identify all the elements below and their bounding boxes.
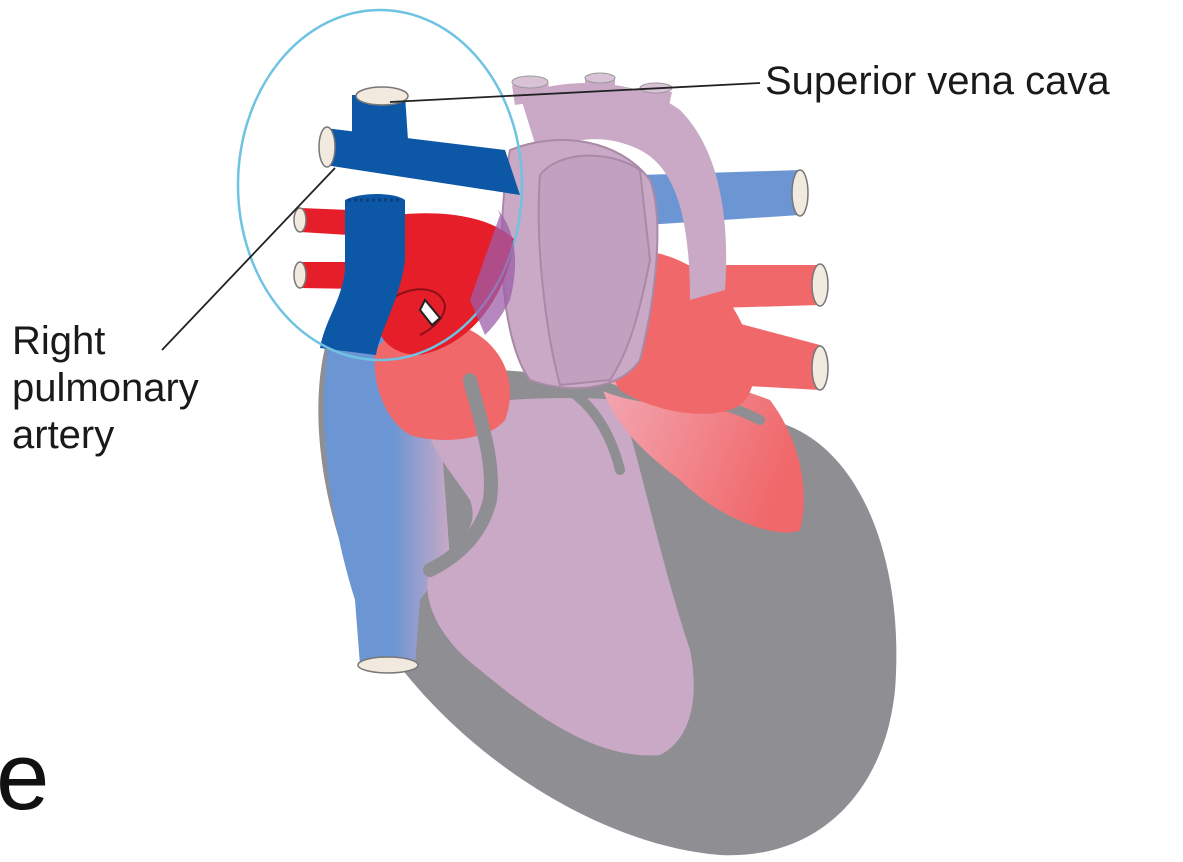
right-pulmonary-artery [325,128,520,195]
right-pulmonary-artery-opening [319,127,335,167]
superior-vena-cava-label: Superior vena cava [765,58,1110,105]
left-pulmonary-artery-opening [792,170,808,216]
rpa-label-line-3: artery [12,412,199,459]
ivc-opening [358,657,418,673]
right-pulmonary-vein-upper-opening [294,208,306,232]
cropped-text-fragment: e [0,722,49,832]
rpa-label-line-1: Right [12,318,199,365]
pulmonary-vein-upper-right-opening [812,264,828,306]
pulmonary-vein-lower-right-opening [812,346,828,390]
right-pulmonary-vein-lower-opening [294,262,306,288]
rpa-label-line-2: pulmonary [12,365,199,412]
right-pulmonary-artery-label: Right pulmonary artery [12,318,199,459]
